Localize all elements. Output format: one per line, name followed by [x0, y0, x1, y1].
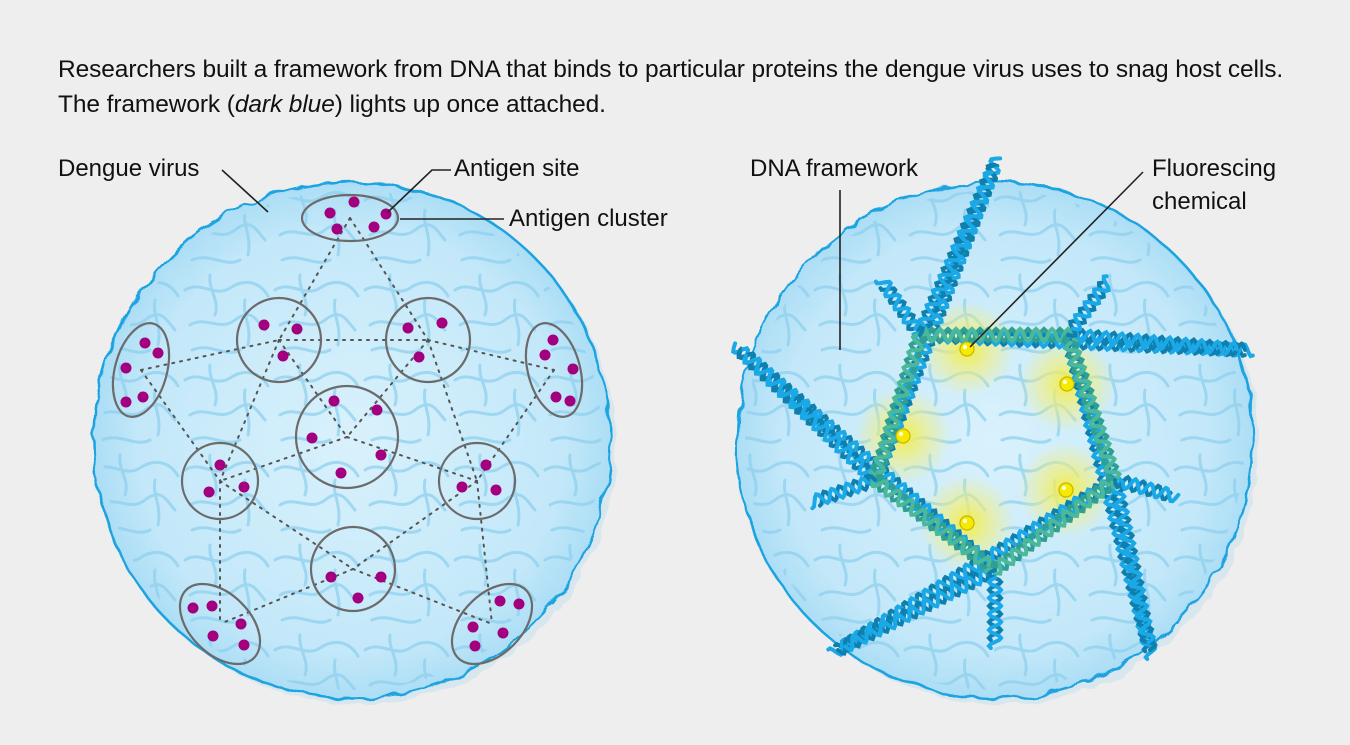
antigen-site — [306, 432, 318, 444]
antigen-site — [539, 349, 551, 361]
antigen-site — [214, 459, 226, 471]
caption: Researchers built a framework from DNA t… — [58, 52, 1298, 122]
leader-dengue-virus — [221, 169, 269, 213]
dengue-virus-body — [92, 180, 616, 704]
antigen-site — [348, 196, 360, 208]
antigen-site — [277, 350, 289, 362]
antigen-site — [120, 396, 132, 408]
label-dna-framework: DNA framework — [750, 155, 919, 182]
antigen-site — [564, 395, 576, 407]
label-antigen-site: Antigen site — [454, 155, 580, 182]
antigen-site — [467, 621, 479, 633]
antigen-site — [238, 481, 250, 493]
antigen-cluster — [309, 525, 397, 613]
antigen-site — [207, 630, 219, 642]
antigen-site — [324, 207, 336, 219]
caption-text-1: Researchers built a framework from DNA t… — [58, 56, 1284, 118]
antigen-site — [291, 323, 303, 335]
leader-fluorescing — [969, 171, 1144, 348]
leader-antigen-site — [387, 169, 451, 213]
antigen-site — [547, 334, 559, 346]
antigen-site — [497, 627, 509, 639]
right-virus — [731, 156, 1259, 704]
antigen-site — [375, 449, 387, 461]
antigen-site — [513, 598, 525, 610]
antigen-site — [375, 571, 387, 583]
antigen-cluster — [524, 322, 584, 418]
antigen-site — [368, 221, 380, 233]
antigen-site — [480, 459, 492, 471]
antigen-site — [490, 484, 502, 496]
caption-italic: dark blue — [234, 91, 335, 118]
antigen-cluster — [294, 384, 400, 490]
antigen-site — [120, 362, 132, 374]
antigen-site — [456, 481, 468, 493]
label-antigen-cluster: Antigen cluster — [509, 205, 668, 232]
antigen-site — [402, 322, 414, 334]
antigen-site — [152, 347, 164, 359]
antigen-cluster — [180, 441, 260, 521]
left-virus — [92, 180, 616, 704]
antigen-cluster — [235, 296, 323, 384]
antigen-site — [352, 592, 364, 604]
left-leaders — [221, 169, 504, 220]
antigen-cluster — [450, 582, 534, 666]
dna-framework — [731, 156, 1255, 661]
antigen-site — [371, 404, 383, 416]
label-dengue-virus: Dengue virus — [58, 155, 200, 182]
antigen-cluster — [300, 193, 400, 243]
antigen-site — [413, 351, 425, 363]
antigen-site — [469, 640, 481, 652]
antigen-site — [328, 395, 340, 407]
antigen-site — [258, 319, 270, 331]
antigen-site — [567, 363, 579, 375]
right-leaders — [839, 171, 1144, 350]
antigen-site — [206, 600, 218, 612]
caption-text-2: ) lights up once attached. — [334, 91, 606, 118]
antigen-site — [187, 602, 199, 614]
antigen-site — [235, 618, 247, 630]
antigen-cluster — [111, 322, 171, 418]
label-fluorescing: Fluorescing — [1152, 155, 1277, 182]
antigen-site — [238, 639, 250, 651]
antigen-site — [550, 391, 562, 403]
antigen-site — [331, 223, 343, 235]
antigen-site — [436, 317, 448, 329]
antigen-cluster — [384, 296, 472, 384]
antigen-site — [494, 595, 506, 607]
antigen-site — [203, 486, 215, 498]
antigen-site — [137, 391, 149, 403]
label-chemical: chemical — [1152, 188, 1247, 215]
antigen-site — [335, 467, 347, 479]
antigen-site — [139, 337, 151, 349]
antigen-cluster — [437, 441, 517, 521]
antigen-site — [325, 571, 337, 583]
antigen-cluster — [178, 582, 262, 666]
